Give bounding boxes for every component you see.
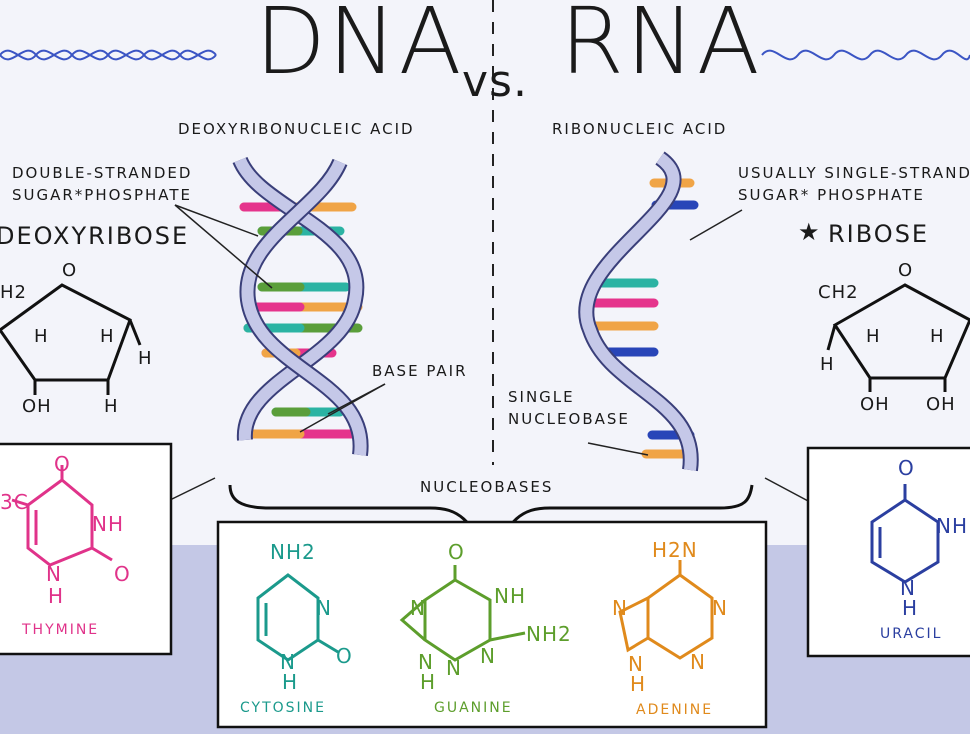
title-dna: DNA [255, 0, 464, 95]
deoxyribose-h4: H [104, 396, 119, 417]
cytosine-o: O [336, 644, 353, 668]
dna-full-name: DEOXYRIBONUCLEIC ACID [178, 120, 415, 138]
top-left-helix-icon [0, 49, 217, 61]
adenine-n1: N [612, 596, 628, 620]
rna-helix [578, 151, 699, 472]
top-right-helix-icon [761, 49, 970, 61]
thymine-nh: NH [92, 512, 124, 536]
guanine-structure [399, 565, 526, 662]
deoxyribose-o: O [62, 260, 78, 281]
adenine-h: H [630, 672, 647, 696]
dna-sugar-name: DEOXYRIBOSE [0, 222, 190, 250]
thymine-o1: O [54, 452, 71, 476]
cytosine-name: CYTOSINE [240, 700, 326, 716]
ribose-o: O [898, 260, 914, 281]
uracil-name: URACIL [880, 626, 943, 642]
guanine-n3: N [418, 650, 434, 674]
cytosine-nh2: NH2 [270, 540, 316, 564]
uracil-structure [870, 484, 940, 584]
adenine-structure [618, 560, 714, 660]
nucleobases-heading: NUCLEOBASES [420, 478, 554, 496]
dna-backbone-line1: DOUBLE-STRANDED [12, 164, 193, 182]
cytosine-n1: N [316, 596, 332, 620]
dna-backbone-line2: SUGAR*PHOSPHATE [12, 186, 193, 204]
deoxyribose-h3: H [138, 348, 153, 369]
thymine-o2: O [114, 562, 131, 586]
guanine-nh: NH [494, 584, 526, 608]
guanine-n1: N [410, 596, 426, 620]
adenine-n3: N [690, 650, 706, 674]
base-pair-label: BASE PAIR [372, 362, 468, 380]
adenine-n4: N [628, 652, 644, 676]
ribose-h3: H [820, 354, 835, 375]
uracil-o: O [898, 456, 915, 480]
title-vs: vs. [462, 56, 528, 107]
uracil-nh: NH [936, 514, 968, 538]
dna-helix [232, 156, 369, 457]
deoxyribose-ring [0, 283, 142, 395]
pointer-lines [169, 204, 811, 503]
uracil-box [806, 446, 970, 658]
guanine-n2: N [480, 644, 496, 668]
cytosine-structure [256, 573, 339, 662]
rna-sugar-star-icon: ★ [798, 218, 822, 246]
cytosine-n2: N [280, 650, 296, 674]
ribose-oh1: OH [860, 394, 890, 415]
title-rna: RNA [560, 0, 762, 95]
thymine-n: N [46, 562, 62, 586]
rna-backbone-line2: SUGAR* PHOSPHATE [738, 186, 925, 204]
ribose-ring [826, 283, 970, 392]
deoxyribose-ch2: H2 [0, 282, 27, 303]
guanine-nh2: NH2 [526, 622, 572, 646]
deoxyribose-h2: H [100, 326, 115, 347]
guanine-h: H [420, 670, 437, 694]
adenine-name: ADENINE [636, 702, 714, 718]
cytosine-h: H [282, 670, 299, 694]
guanine-name: GUANINE [434, 700, 513, 716]
deoxyribose-h1: H [34, 326, 49, 347]
uracil-n: N [900, 576, 916, 600]
uracil-h: H [902, 596, 919, 620]
guanine-o: O [448, 540, 465, 564]
guanine-n4: N [446, 656, 462, 680]
thymine-h: H [48, 584, 65, 608]
ribose-h1: H [866, 326, 881, 347]
thymine-structure [11, 465, 113, 567]
adenine-n2: N [712, 596, 728, 620]
rna-full-name: RIBONUCLEIC ACID [552, 120, 728, 138]
deoxyribose-oh: OH [22, 396, 52, 417]
single-nucleobase-line2: NUCLEOBASE [508, 410, 630, 428]
rna-sugar-name: RIBOSE [828, 220, 930, 248]
nucleobases-box [216, 520, 768, 729]
ribose-ch2: CH2 [818, 282, 859, 303]
ribose-h2: H [930, 326, 945, 347]
adenine-h2n: H2N [652, 538, 698, 562]
ribose-oh2: OH [926, 394, 956, 415]
single-nucleobase-line1: SINGLE [508, 388, 575, 406]
rna-backbone-line1: USUALLY SINGLE-STRAND [738, 164, 970, 182]
thymine-ch3: 3C [0, 490, 29, 514]
thymine-name: THYMINE [22, 622, 100, 638]
